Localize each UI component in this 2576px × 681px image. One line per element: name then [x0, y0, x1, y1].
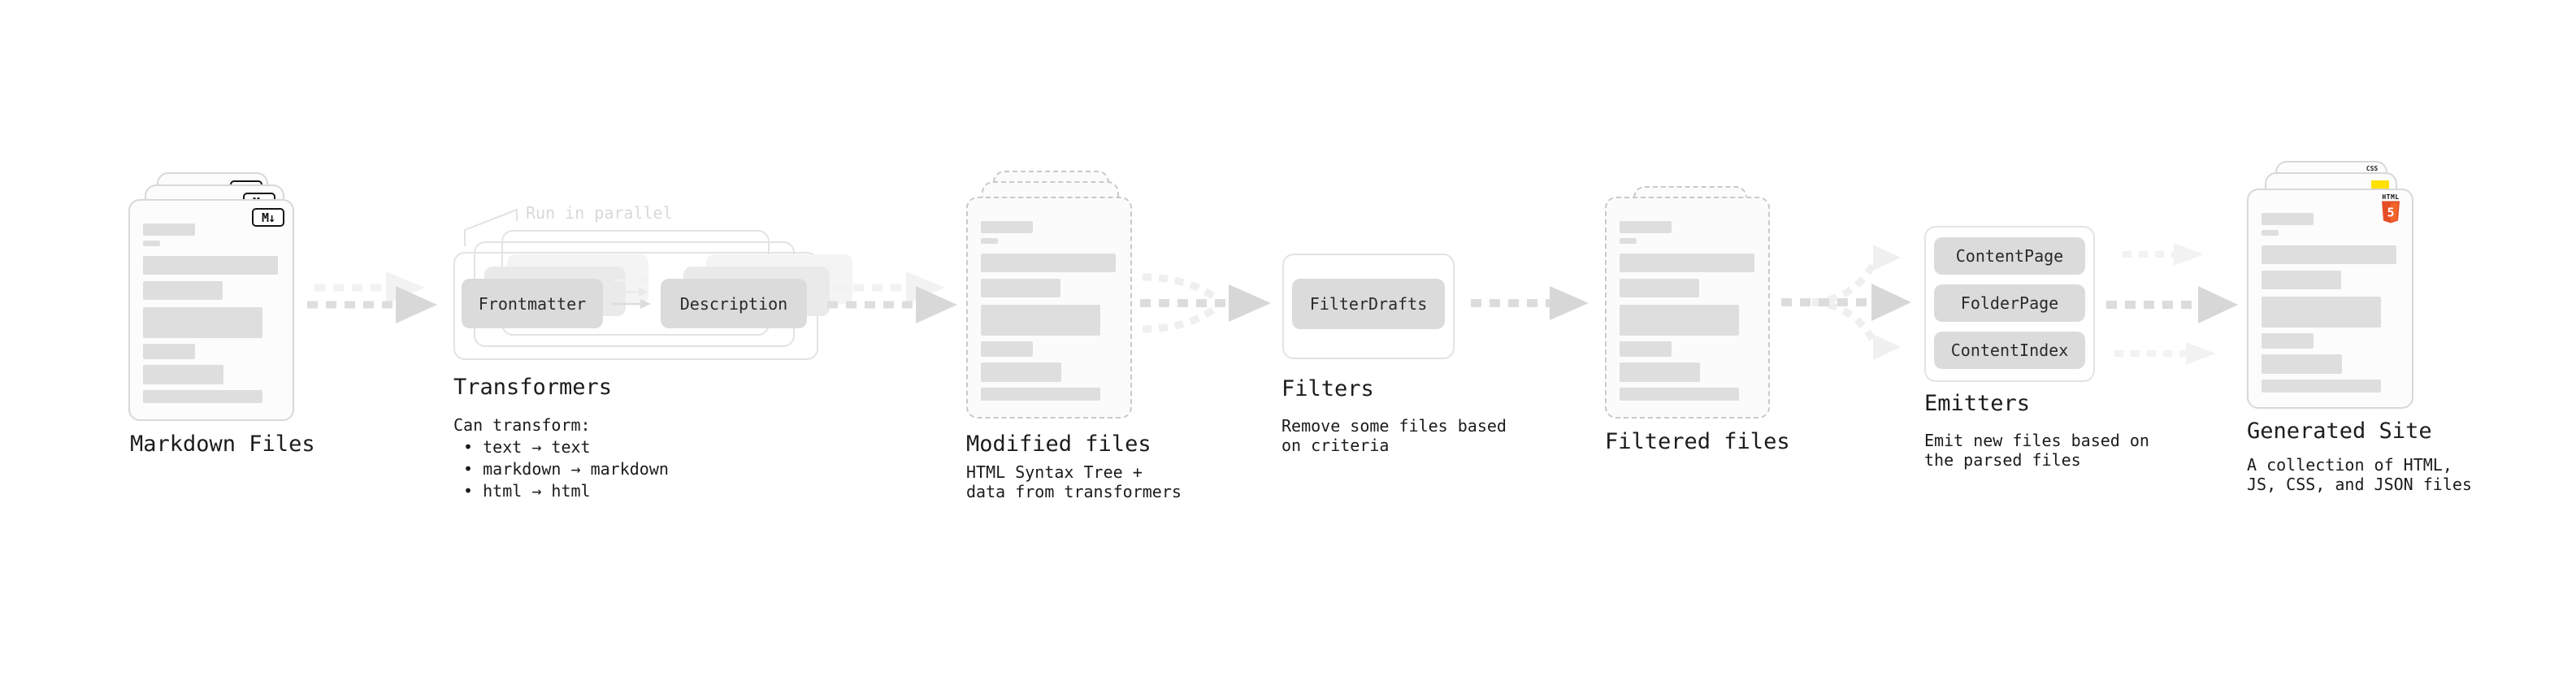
html5-file-icon: HTML 5	[2380, 194, 2401, 227]
skeleton-bar	[1620, 388, 1739, 401]
skeleton-bar	[981, 238, 998, 244]
markdown-files-label: Markdown Files	[130, 432, 315, 457]
arrow-transformers-to-modified	[827, 271, 957, 323]
skeleton-bar	[981, 221, 1033, 233]
frontmatter-box: Frontmatter	[462, 279, 603, 328]
content-index-box-label: ContentIndex	[1950, 340, 2069, 360]
emitters-title: Emitters	[1924, 391, 2031, 416]
skeleton-bar	[2262, 333, 2314, 349]
generated-site-description: A collection of HTML, JS, CSS, and JSON …	[2247, 455, 2472, 494]
filter-drafts-box-label: FilterDrafts	[1309, 294, 1428, 314]
transformers-description: Can transform: • text → text • markdown …	[453, 415, 669, 501]
skeleton-bar	[1620, 254, 1754, 272]
file-card-front	[1605, 197, 1770, 419]
emitters-description: Emit new files based on the parsed files	[1924, 431, 2149, 470]
skeleton-bar	[981, 341, 1033, 357]
skeleton-bar	[981, 388, 1100, 401]
skeleton-bar	[2262, 354, 2342, 374]
transformers-title: Transformers	[453, 375, 613, 400]
js-file-icon	[2371, 180, 2389, 189]
arrow-modified-to-filters	[1140, 273, 1271, 333]
skeleton-bar	[1620, 341, 1672, 357]
arrow-filters-to-filtered	[1471, 286, 1589, 320]
arrow-markdown-to-transformers	[307, 271, 437, 323]
description-box-label: Description	[679, 293, 788, 314]
skeleton-bar	[1620, 305, 1739, 336]
file-card-front: M↓	[128, 199, 294, 421]
modified-files-description: HTML Syntax Tree + data from transformer…	[966, 462, 1182, 501]
skeleton-bar	[1620, 279, 1699, 297]
skeleton-bar	[143, 390, 262, 403]
skeleton-bar	[981, 362, 1061, 382]
filtered-files-label: Filtered files	[1605, 429, 1790, 454]
file-card-front	[966, 197, 1132, 419]
filter-drafts-box: FilterDrafts	[1292, 279, 1445, 329]
skeleton-bar	[981, 305, 1100, 336]
content-page-box-label: ContentPage	[1955, 246, 2064, 266]
skeleton-bar	[981, 279, 1060, 297]
skeleton-bar	[1620, 221, 1672, 233]
file-card-front: HTML 5	[2247, 189, 2413, 409]
skeleton-bar	[2262, 271, 2341, 289]
skeleton-bar	[1620, 238, 1637, 244]
skeleton-bar	[143, 281, 223, 300]
generated-site-label: Generated Site	[2247, 419, 2432, 444]
skeleton-bar	[2262, 230, 2279, 236]
markdown-icon: M↓	[252, 208, 284, 227]
skeleton-bar	[143, 307, 262, 338]
skeleton-bar	[981, 254, 1116, 272]
skeleton-bar	[143, 241, 160, 246]
parallel-mini-arrows	[611, 275, 651, 309]
annotation-leader-line	[464, 208, 518, 246]
filters-title: Filters	[1281, 376, 1374, 401]
html5-digit: 5	[2387, 206, 2394, 220]
modified-files-label: Modified files	[966, 432, 1151, 457]
frontmatter-box-label: Frontmatter	[478, 293, 587, 314]
skeleton-bar	[143, 256, 278, 275]
markdown-icon-text: M↓	[261, 210, 275, 225]
skeleton-bar	[2262, 245, 2396, 264]
arrow-emitters-to-generated	[2106, 243, 2238, 365]
skeleton-bar	[143, 344, 195, 359]
css-icon-text: CSS	[2366, 165, 2379, 172]
skeleton-bar	[1620, 362, 1700, 382]
skeleton-bar	[2262, 380, 2381, 393]
arrow-filtered-to-emitters	[1781, 245, 1911, 360]
folder-page-box-label: FolderPage	[1960, 293, 2059, 313]
skeleton-bar	[2262, 297, 2381, 327]
folder-page-box: FolderPage	[1934, 284, 2085, 322]
skeleton-bar	[143, 365, 223, 384]
run-in-parallel-annotation: Run in parallel	[526, 203, 673, 223]
skeleton-bar	[2262, 213, 2314, 225]
filters-description: Remove some files based on criteria	[1281, 416, 1507, 455]
html5-shield: 5	[2382, 201, 2400, 223]
description-box: Description	[661, 279, 807, 328]
html5-icon-text: HTML	[2382, 193, 2400, 201]
content-index-box: ContentIndex	[1934, 332, 2085, 369]
content-page-box: ContentPage	[1934, 237, 2085, 275]
skeleton-bar	[143, 223, 195, 236]
